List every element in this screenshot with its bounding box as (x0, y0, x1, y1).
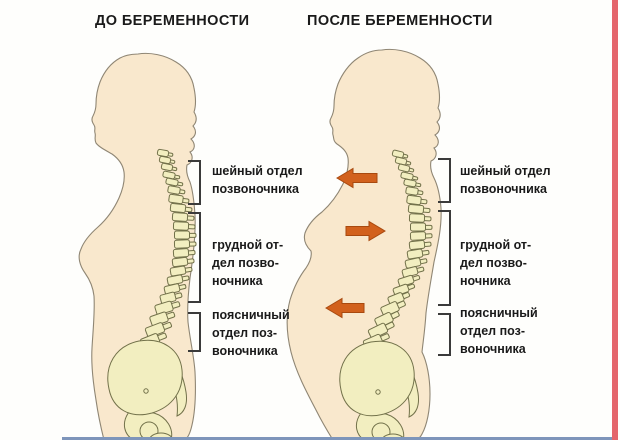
label-line: грудной от- (212, 238, 284, 252)
title-after-pregnancy: ПОСЛЕ БЕРЕМЕННОСТИ (307, 13, 493, 29)
scan-edge-bottom (62, 437, 612, 440)
bracket-lumbar-after (438, 313, 451, 356)
label-line: поясничный (212, 308, 290, 322)
label-line: воночника (460, 342, 526, 356)
arrow-thoracic-shift-right-icon (345, 220, 386, 242)
bracket-thoracic-after (438, 210, 451, 306)
label-line: позвоночника (460, 182, 547, 196)
label-line: ночника (212, 274, 263, 288)
label-line: шейный отдел (212, 164, 303, 178)
label-line: поясничный (460, 306, 538, 320)
shift-arrows (325, 167, 386, 319)
bracket-cervical-before (188, 160, 201, 205)
figure-before-pregnancy (78, 52, 197, 440)
label-lumbar-after: поясничный отдел поз- воночника (460, 304, 538, 358)
label-thoracic-before: грудной от- дел позво- ночника (212, 236, 283, 290)
label-line: шейный отдел (460, 164, 551, 178)
body-silhouette-before (78, 52, 197, 440)
label-line: дел позво- (460, 256, 527, 270)
bracket-lumbar-before (188, 312, 201, 352)
body-silhouette-after (286, 48, 442, 440)
arrow-lumbar-shift-left-icon (325, 297, 365, 319)
bracket-cervical-after (438, 158, 451, 203)
label-line: грудной от- (460, 238, 532, 252)
label-line: ночника (460, 274, 511, 288)
bracket-thoracic-before (188, 212, 201, 303)
label-lumbar-before: поясничный отдел поз- воночника (212, 306, 290, 360)
label-line: отдел поз- (460, 324, 525, 338)
label-line: воночника (212, 344, 278, 358)
scan-edge-right (612, 0, 618, 440)
label-cervical-before: шейный отдел позвоночника (212, 162, 303, 198)
label-line: дел позво- (212, 256, 279, 270)
label-line: позвоночника (212, 182, 299, 196)
title-before-pregnancy: ДО БЕРЕМЕННОСТИ (95, 13, 250, 29)
arrow-cervical-shift-left-icon (336, 167, 378, 189)
label-thoracic-after: грудной от- дел позво- ночника (460, 236, 531, 290)
label-cervical-after: шейный отдел позвоночника (460, 162, 551, 198)
figure-after-pregnancy (286, 48, 442, 440)
label-line: отдел поз- (212, 326, 277, 340)
